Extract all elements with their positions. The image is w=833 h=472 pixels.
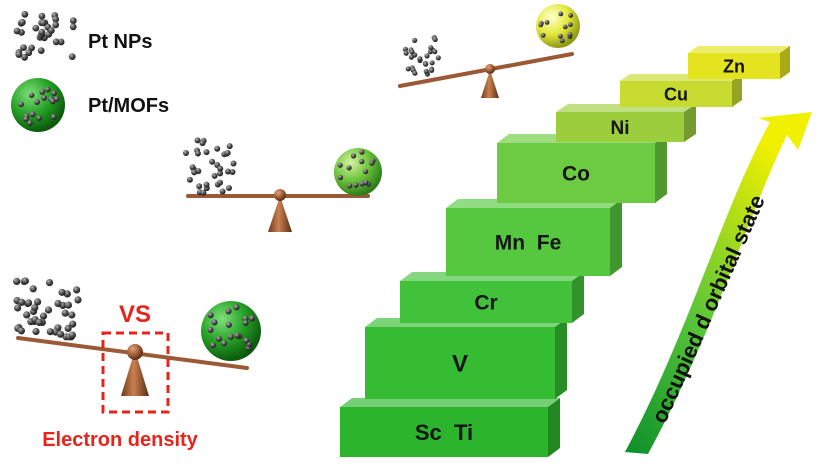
stair-block: Cr <box>400 272 584 323</box>
pt-mofs-sphere-icon <box>334 148 382 196</box>
legend: Pt NPs Pt/MOFs <box>11 10 169 132</box>
pt-mofs-sphere-icon <box>536 4 580 48</box>
stair-element-label: Co <box>562 163 590 186</box>
stair-block: Mn Fe <box>446 199 622 276</box>
stair-block-side <box>555 318 567 399</box>
seesaw-pivot-cone <box>121 350 149 396</box>
stair-element-label: Sc Ti <box>415 420 473 445</box>
seesaw-pivot-cone <box>481 70 499 98</box>
seesaw-top <box>398 4 580 98</box>
seesaw-pivot-ball <box>274 189 286 201</box>
vs-label: VS <box>119 301 151 328</box>
seesaw-bottom: VS Electron density <box>13 277 261 451</box>
stair-block-front <box>365 327 555 399</box>
stair-block: Ni <box>556 104 696 142</box>
stair-block-front <box>620 81 732 107</box>
stair-block: Zn <box>688 46 790 79</box>
stair-block-top <box>340 398 560 407</box>
stair-block-top <box>688 46 790 53</box>
vs-highlight-box <box>101 331 170 414</box>
stair-block-side <box>548 398 560 457</box>
seesaw-middle <box>183 137 382 232</box>
pt-nps-cluster-icon <box>402 35 441 77</box>
arrow-shape <box>625 112 812 454</box>
seesaw-pivot-cone <box>268 196 292 232</box>
stair-block: Co <box>497 134 667 203</box>
stair-block: Cu <box>620 74 742 107</box>
stair-block-front <box>497 143 655 203</box>
stair-block-side <box>572 272 584 323</box>
pt-nps-cluster-icon <box>183 137 237 196</box>
stair-block-front <box>340 407 548 457</box>
stair-element-label: V <box>452 351 468 378</box>
legend-pt-nps-label: Pt NPs <box>88 31 152 53</box>
legend-pt-mofs-label: Pt/MOFs <box>88 95 169 117</box>
pt-mofs-sphere-icon <box>11 78 65 132</box>
stair-block: V <box>365 318 567 399</box>
stair-element-label: Cu <box>664 84 688 104</box>
arrow-label: occupied d orbital state <box>647 191 770 427</box>
stair-block-front <box>688 53 780 79</box>
stair-block-side <box>780 46 790 79</box>
stair-element-label: Cr <box>474 292 497 315</box>
stair-block-front <box>400 281 572 323</box>
pt-nps-cluster-icon <box>13 277 82 341</box>
seesaw-pivot-ball <box>485 64 495 74</box>
stair-block-side <box>684 104 696 142</box>
staircase: Sc Ti V Cr Mn Fe Co Ni Cu Zn <box>340 46 790 457</box>
stair-element-label: Ni <box>611 118 630 139</box>
pt-nps-cluster-icon <box>13 10 77 61</box>
stair-block-front <box>446 208 610 276</box>
stair-block: Sc Ti <box>340 398 560 457</box>
seesaw-pivot-ball <box>127 344 143 360</box>
stair-element-label: Zn <box>723 56 745 76</box>
stair-block-side <box>655 134 667 203</box>
stair-block-front <box>556 112 684 142</box>
pt-mofs-sphere-icon <box>201 301 261 361</box>
stair-block-side <box>732 74 742 107</box>
electron-density-caption: Electron density <box>42 429 198 451</box>
stair-element-label: Mn Fe <box>495 232 562 255</box>
stair-block-side <box>610 199 622 276</box>
